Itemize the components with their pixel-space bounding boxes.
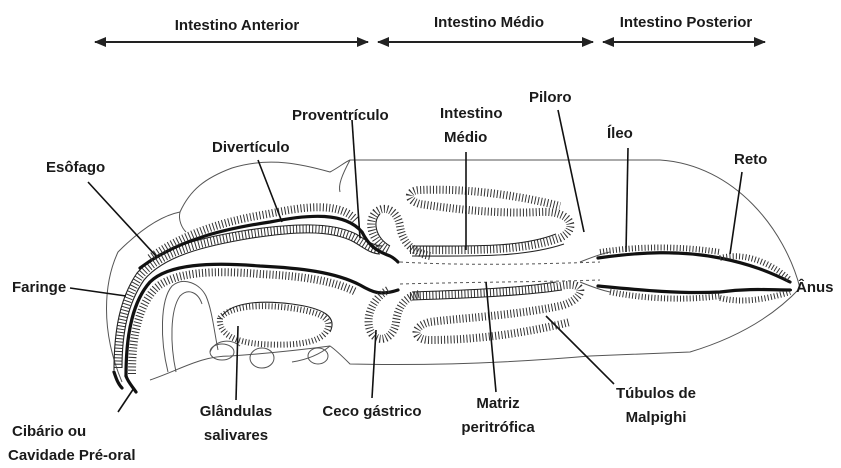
label-anus: Ânus [796,278,834,296]
header-foregut: Intestino Anterior [175,17,300,34]
label-tubulos-2: Malpighi [626,409,687,426]
label-intestino-medio-2: Médio [444,129,487,146]
leader-lines [70,110,792,412]
label-diverticulo: Divertículo [212,139,290,156]
label-esofago: Esôfago [46,159,105,176]
label-piloro: Piloro [529,89,572,106]
label-faringe: Faringe [12,279,66,296]
label-glandulas-1: Glândulas [200,403,273,420]
label-cibario-1: Cibário ou [12,423,86,440]
hindgut-tube [598,248,790,301]
label-ceco-gastrico: Ceco gástrico [322,403,421,420]
label-proventriculo: Proventrículo [292,107,389,124]
label-ileo: Íleo [607,125,633,142]
label-tubulos-1: Túbulos de [616,385,696,402]
label-matriz-1: Matriz [476,395,519,412]
label-reto: Reto [734,151,767,168]
header-hindgut: Intestino Posterior [620,14,753,31]
label-cibario-2: Cavidade Pré-oral [8,447,136,464]
label-matriz-2: peritrófica [461,419,535,436]
header-midgut: Intestino Médio [434,14,544,31]
label-intestino-medio-1: Intestino [440,105,503,122]
label-glandulas-2: salivares [204,427,268,444]
